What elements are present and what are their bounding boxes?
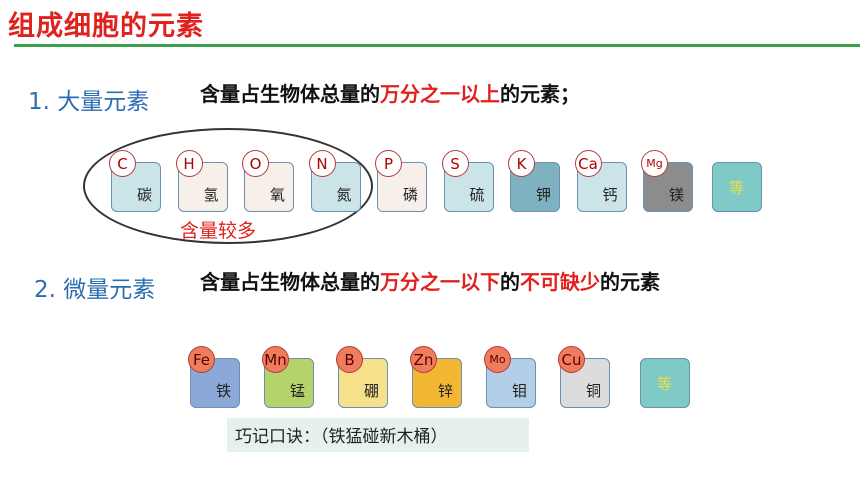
element-symbol-badge: K [508, 150, 535, 177]
element-symbol-badge: Ca [574, 150, 602, 177]
element-name: 镁 [668, 186, 684, 204]
element-name: 磷 [402, 186, 418, 204]
micro-heading: 2. 微量元素 [34, 277, 156, 303]
element-name: 钾 [535, 186, 551, 204]
element-symbol-badge: C [109, 150, 136, 177]
element-symbol-badge: H [175, 150, 203, 177]
element-symbol-badge: S [441, 150, 469, 177]
more-content-label: 含量较多 [180, 220, 257, 242]
element-name: 锰 [289, 382, 305, 400]
macro-heading: 1. 大量元素 [28, 89, 150, 115]
element-name: 碳 [136, 186, 152, 204]
macro-desc-highlight: 万分之一以上 [380, 82, 500, 106]
element-symbol-badge: Mg [641, 150, 668, 177]
element-symbol-badge: P [375, 150, 402, 177]
micro-desc-highlight: 不可缺少 [520, 270, 600, 294]
page-title: 组成细胞的元素 [8, 11, 204, 42]
element-name: 铜 [585, 382, 601, 400]
micro-desc-part: 的 [500, 270, 520, 294]
element-symbol-badge: N [308, 150, 336, 177]
micro-etc-tile: 等 [640, 358, 690, 408]
element-tile: 碳 [111, 162, 161, 212]
element-name: 硼 [363, 382, 379, 400]
mnemonic-box: 巧记口诀：（铁猛碰新木桶） [227, 418, 529, 452]
element-symbol-badge: B [336, 346, 363, 373]
element-symbol-badge: Mo [484, 346, 511, 373]
element-name: 氮 [336, 186, 352, 204]
etc-label: 等 [729, 179, 745, 197]
element-name: 钼 [511, 382, 527, 400]
micro-desc-part: 的元素 [600, 270, 660, 294]
element-tile: 磷 [377, 162, 427, 212]
element-symbol-badge: Cu [558, 346, 585, 373]
etc-label: 等 [657, 375, 673, 393]
macro-etc-tile: 等 [712, 162, 762, 212]
macro-desc-part: 含量占生物体总量的 [200, 82, 380, 106]
element-name: 氧 [269, 186, 285, 204]
macro-description: 含量占生物体总量的万分之一以上的元素； [200, 78, 580, 107]
element-name: 铁 [215, 382, 231, 400]
micro-desc-part: 含量占生物体总量的 [200, 270, 380, 294]
element-name: 硫 [469, 186, 485, 204]
title-divider [14, 44, 860, 47]
element-symbol-badge: O [242, 150, 269, 177]
element-symbol-badge: Mn [262, 346, 289, 373]
element-symbol-badge: Zn [410, 346, 437, 373]
micro-desc-highlight: 万分之一以下 [380, 270, 500, 294]
element-name: 氢 [203, 186, 219, 204]
major-elements-ellipse [83, 128, 373, 244]
element-symbol-badge: Fe [188, 346, 215, 373]
element-name: 钙 [602, 186, 618, 204]
macro-desc-part: 的元素； [500, 82, 580, 106]
micro-description: 含量占生物体总量的万分之一以下的不可缺少的元素 [200, 266, 660, 295]
element-name: 锌 [437, 382, 453, 400]
